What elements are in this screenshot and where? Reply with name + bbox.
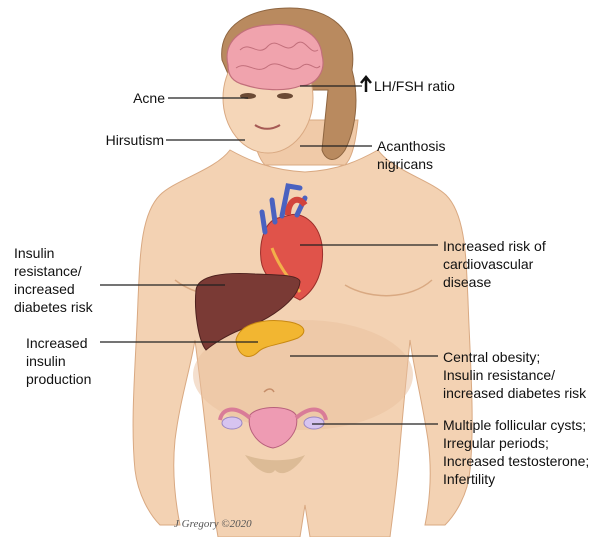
label-insulin-resistance: Insulin resistance/ increased diabetes r…: [14, 244, 93, 316]
label-central-obesity: Central obesity; Insulin resistance/ inc…: [443, 348, 586, 402]
artist-signature: J Gregory ©2020: [174, 518, 252, 530]
label-acne: Acne: [110, 89, 165, 107]
left-ovary: [222, 417, 242, 429]
label-increased-insulin: Increased insulin production: [26, 334, 91, 388]
right-ovary: [304, 417, 324, 429]
label-hirsutism: Hirsutism: [70, 131, 164, 149]
label-ovary-effects: Multiple follicular cysts; Irregular per…: [443, 416, 589, 488]
label-acanthosis-nigricans: Acanthosis nigricans: [377, 137, 445, 173]
label-cardiovascular: Increased risk of cardiovascular disease: [443, 237, 546, 291]
brain: [227, 24, 323, 89]
up-arrow-icon: [361, 77, 371, 92]
label-lh-fsh-ratio: LH/FSH ratio: [374, 77, 455, 95]
right-eye: [277, 93, 293, 99]
